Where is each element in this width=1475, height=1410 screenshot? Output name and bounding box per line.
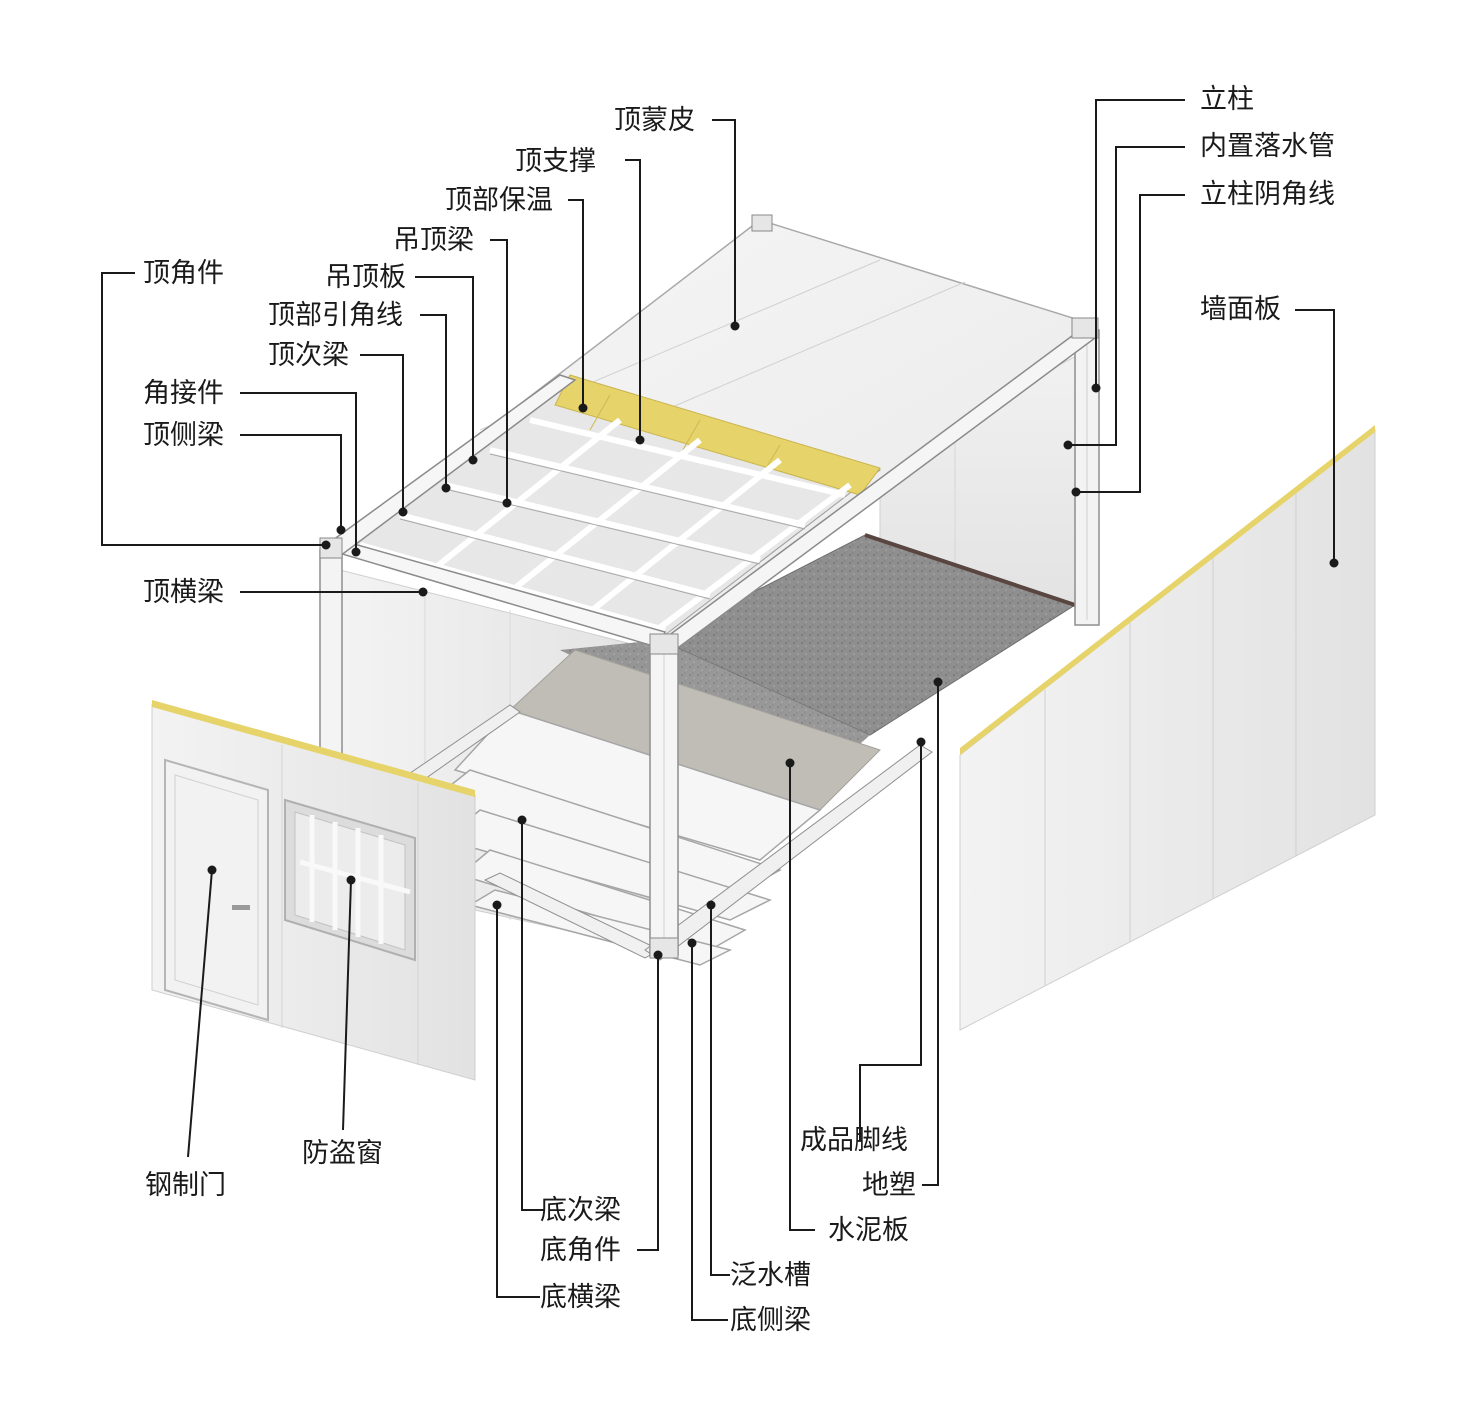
leader-built-in-downpipe bbox=[1068, 146, 1185, 446]
label-bottom-side-beam: 底侧梁 bbox=[730, 1305, 811, 1336]
leader-baseboard bbox=[859, 742, 922, 1140]
top-corner-fitting-shape bbox=[751, 214, 773, 232]
label-built-in-downpipe: 内置落水管 bbox=[1200, 131, 1335, 162]
leader-corner-connector bbox=[240, 392, 357, 552]
label-top-skin: 顶蒙皮 bbox=[614, 105, 695, 136]
wall-panel-exploded bbox=[959, 425, 1376, 1031]
front-panel-exploded bbox=[151, 700, 476, 1081]
steel-door-shape bbox=[164, 758, 269, 1022]
label-bottom-secondary-beam: 底次梁 bbox=[540, 1195, 621, 1226]
label-steel-door: 钢制门 bbox=[145, 1170, 226, 1201]
label-top-trim: 顶部引角线 bbox=[268, 300, 403, 331]
label-column: 立柱 bbox=[1200, 84, 1254, 115]
label-top-corner-fitting: 顶角件 bbox=[143, 258, 224, 289]
label-top-secondary-beam: 顶次梁 bbox=[268, 340, 349, 371]
label-floor-vinyl: 地塑 bbox=[862, 1170, 916, 1201]
label-column-inner-trim: 立柱阴角线 bbox=[1200, 179, 1335, 210]
leader-top-side-beam bbox=[240, 434, 342, 530]
leader-top-corner-fitting bbox=[101, 272, 326, 546]
label-corner-connector: 角接件 bbox=[143, 378, 224, 409]
ceiling-grid bbox=[359, 417, 852, 638]
insulation-joint bbox=[589, 394, 611, 431]
label-cement-board: 水泥板 bbox=[828, 1215, 909, 1246]
label-bottom-corner-fitting: 底角件 bbox=[540, 1235, 621, 1266]
leader-top-insulation bbox=[568, 199, 584, 408]
label-top-insulation: 顶部保温 bbox=[445, 185, 553, 216]
leader-ceiling-board bbox=[415, 276, 474, 460]
leader-steel-door bbox=[187, 869, 213, 1158]
leader-wall-panel bbox=[1295, 309, 1335, 563]
top-corner-fitting-shape bbox=[649, 633, 679, 655]
label-security-window: 防盗窗 bbox=[302, 1138, 383, 1169]
baseboard-line bbox=[864, 533, 1076, 607]
leader-cement-board bbox=[789, 763, 815, 1231]
leader-column bbox=[1095, 99, 1185, 388]
leader-bottom-side-beam bbox=[691, 943, 728, 1321]
label-wall-panel: 墙面板 bbox=[1200, 294, 1281, 325]
insulation-joint bbox=[679, 419, 701, 456]
leader-bottom-secondary-beam bbox=[521, 820, 545, 1211]
leader-dots bbox=[207, 321, 1339, 960]
leader-flashing-groove bbox=[710, 905, 730, 1276]
leader-lines bbox=[101, 99, 1335, 1321]
door-handle-icon bbox=[232, 905, 250, 910]
top-corner-fitting-shape bbox=[1071, 317, 1099, 339]
label-top-brace: 顶支撑 bbox=[515, 146, 596, 177]
leader-top-skin bbox=[712, 119, 736, 326]
label-top-side-beam: 顶侧梁 bbox=[143, 420, 224, 451]
label-bottom-cross-beam: 底横梁 bbox=[540, 1282, 621, 1313]
label-ceiling-board: 吊顶板 bbox=[325, 262, 406, 293]
leader-bottom-corner-fitting bbox=[637, 955, 659, 1251]
leader-top-brace bbox=[625, 159, 641, 440]
label-baseboard: 成品脚线 bbox=[800, 1125, 908, 1156]
leader-top-secondary-beam bbox=[360, 354, 404, 512]
leader-column-inner-trim bbox=[1076, 194, 1185, 493]
leader-ceiling-beam bbox=[490, 239, 508, 503]
leader-floor-vinyl bbox=[922, 682, 939, 1186]
label-flashing-groove: 泛水槽 bbox=[730, 1260, 811, 1291]
leader-security-window bbox=[342, 879, 352, 1131]
label-ceiling-beam: 吊顶梁 bbox=[393, 225, 474, 256]
leader-bottom-cross-beam bbox=[496, 905, 540, 1298]
label-top-cross-beam: 顶横梁 bbox=[143, 577, 224, 608]
leader-top-trim bbox=[420, 314, 447, 488]
window-bars bbox=[299, 815, 411, 944]
